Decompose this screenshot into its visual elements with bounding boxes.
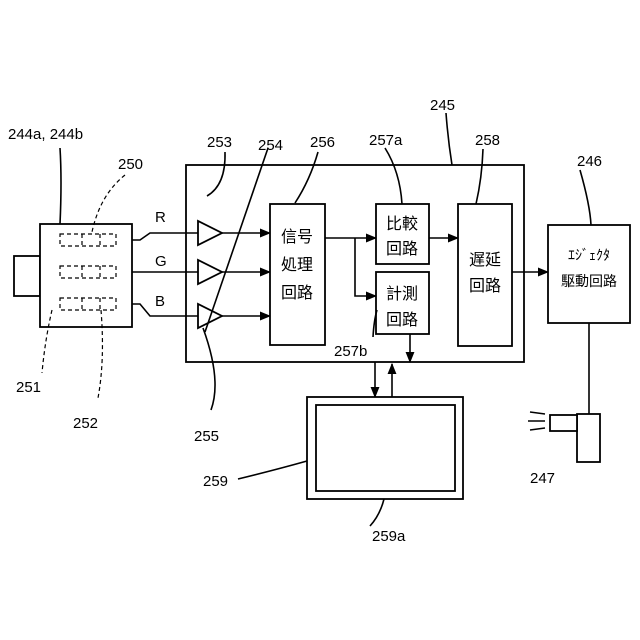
ejector-label-2: 駆動回路 [561,274,617,290]
signal-r-label: R [155,209,166,226]
ref-253: 253 [207,134,232,151]
amplifier-g [198,260,222,284]
ref-250: 250 [118,156,143,173]
ref-251: 251 [16,379,41,396]
signal-processing-label-3: 回路 [281,283,313,302]
ref-258: 258 [475,132,500,149]
signal-processing-label-2: 処理 [281,255,313,274]
ejector [528,412,600,462]
ejector-drive-circuit: ｴｼﾞｪｸﾀ 駆動回路 [548,225,630,323]
comparison-label-1: 比較 [386,214,418,233]
delay-label-1: 遅延 [469,250,501,269]
ref-257b: 257b [334,343,367,360]
signal-processing-circuit: 信号 処理 回路 [270,204,325,345]
ref-255: 255 [194,428,219,445]
signal-g-label: G [155,253,167,270]
signal-processing-label-1: 信号 [281,227,313,246]
ref-246: 246 [577,153,602,170]
delay-label-2: 回路 [469,276,501,295]
comparison-label-2: 回路 [386,239,418,258]
ref-254: 254 [258,137,283,154]
ref-257a: 257a [369,132,403,149]
amplifier-r [198,221,222,245]
ref-252: 252 [73,415,98,432]
measurement-label-1: 計測 [386,284,418,303]
ref-259a: 259a [372,528,406,545]
ref-256: 256 [310,134,335,151]
ref-244: 244a, 244b [8,126,83,143]
measurement-circuit: 計測 回路 [376,272,429,334]
signal-b-label: B [155,293,165,310]
comparison-circuit: 比較 回路 [376,204,429,264]
display-monitor [307,397,463,499]
ref-247: 247 [530,470,555,487]
measurement-label-2: 回路 [386,310,418,329]
delay-circuit: 遅延 回路 [458,204,512,346]
ref-245: 245 [430,97,455,114]
ejector-label-1: ｴｼﾞｪｸﾀ [568,248,610,264]
ref-259: 259 [203,473,228,490]
sensor-unit [14,224,132,327]
